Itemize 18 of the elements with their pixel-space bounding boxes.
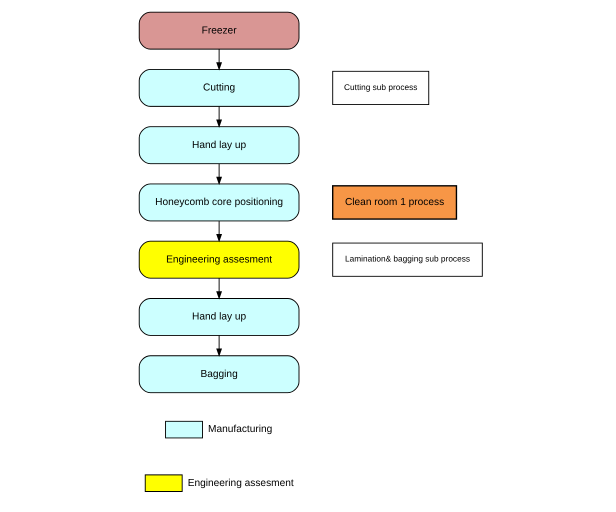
node-box: Cutting: [138, 69, 300, 107]
node-box: Cutting sub process: [332, 70, 430, 106]
node-box: Lamination& bagging sub process: [332, 242, 483, 277]
legend-label: Manufacturing: [208, 424, 272, 436]
node-box: Bagging: [138, 355, 300, 394]
node-box: Hand lay up: [138, 298, 300, 336]
arrow: [216, 106, 222, 128]
arrow: [216, 163, 222, 186]
node-box: Hand lay up: [138, 126, 300, 164]
arrow: [216, 335, 222, 357]
node-box: Freezer: [138, 12, 300, 50]
arrow: [216, 278, 222, 300]
legend-label: Engineering assesment: [188, 478, 294, 489]
arrow: [216, 220, 222, 242]
node-box: Engineering assesment: [138, 240, 300, 279]
node-box: Honeycomb core positioning: [138, 184, 300, 222]
arrow: [216, 48, 222, 71]
node-box: Clean room 1 process: [332, 185, 458, 220]
